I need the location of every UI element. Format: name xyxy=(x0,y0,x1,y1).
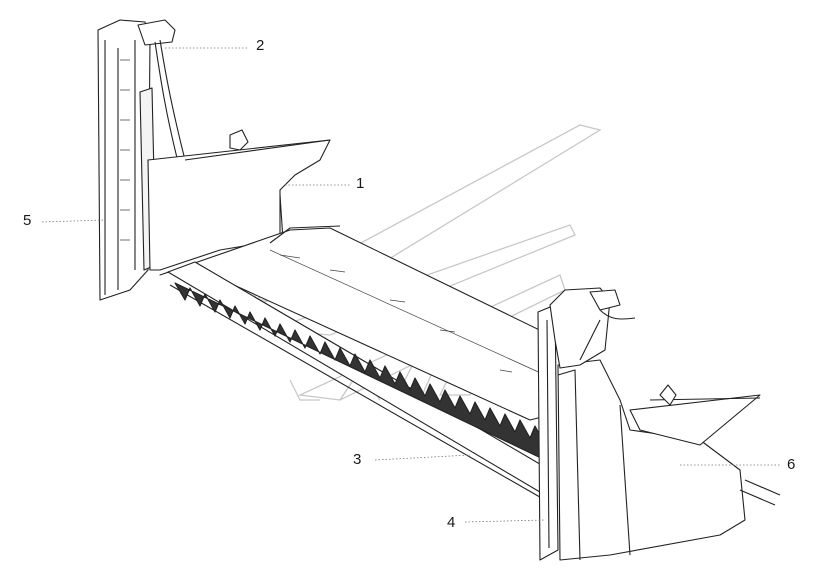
callout-2: 2 xyxy=(256,37,265,54)
top-left-hose xyxy=(137,19,186,163)
leader-5 xyxy=(41,219,106,223)
callout-3: 3 xyxy=(353,451,362,468)
right-gearbox xyxy=(557,359,781,561)
leader-3 xyxy=(374,454,471,461)
leader-4 xyxy=(464,519,546,523)
callout-6: 6 xyxy=(787,456,796,473)
right-hose-block xyxy=(549,287,636,369)
right-divider xyxy=(537,304,559,561)
callout-5: 5 xyxy=(23,212,32,229)
cutter-bar xyxy=(167,261,551,501)
back-wall xyxy=(147,129,331,271)
callout-1: 1 xyxy=(356,175,365,192)
left-divider xyxy=(97,19,157,301)
leader-lines xyxy=(41,47,780,523)
callout-4: 4 xyxy=(447,514,456,531)
